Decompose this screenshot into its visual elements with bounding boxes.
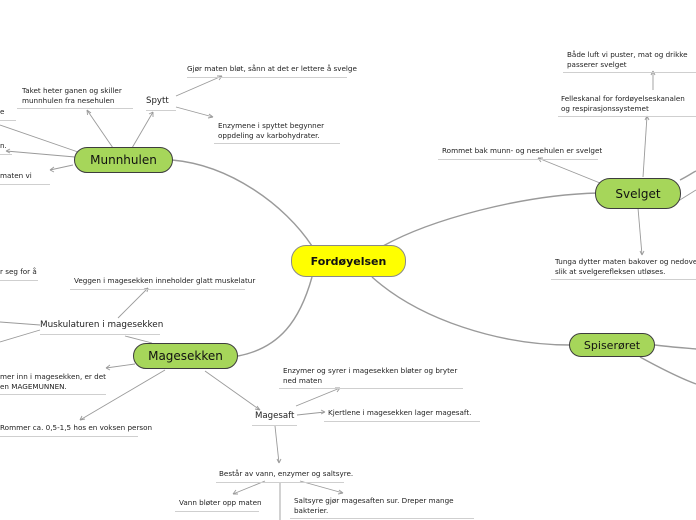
connector-central-magesekken bbox=[237, 276, 313, 357]
subtopic-spytt-bloet[interactable]: Gjør maten bløt, sånn at det er lettere … bbox=[187, 64, 357, 78]
topic-spiseroret[interactable]: Spiserøret bbox=[569, 333, 655, 357]
subtopic-rommet-bak[interactable]: Rommet bak munn- og nesehulen er svelget bbox=[438, 146, 602, 160]
subtopic-partial-seg[interactable]: r seg for å bbox=[0, 267, 38, 281]
subtopic-magesaft[interactable]: Magesaft bbox=[252, 411, 297, 426]
subtopic-saltsyre[interactable]: Saltsyre gjør magesaften sur. Dreper man… bbox=[290, 496, 474, 519]
subtopic-magemunnen[interactable]: mer inn i magesekken, er det en MAGEMUNN… bbox=[0, 372, 106, 395]
connector-central-spiseroret bbox=[371, 276, 571, 346]
connector-spiseroret-out-1 bbox=[654, 344, 696, 350]
subtopic-tunga[interactable]: Tunga dytter maten bakover og nedover, s… bbox=[551, 257, 696, 280]
subtopic-felleskanal[interactable]: Felleskanal for fordøyelseskanalen og re… bbox=[558, 94, 696, 117]
subtopic-rommer[interactable]: Rommer ca. 0,5-1,5 hos en voksen person bbox=[0, 423, 152, 437]
connector-svelget-out bbox=[679, 170, 696, 181]
subtopic-spytt[interactable]: Spytt bbox=[146, 96, 176, 111]
subtopic-enzymer-syrer[interactable]: Enzymer og syrer i magesekken bløter og … bbox=[279, 366, 463, 389]
subtopic-vann[interactable]: Vann bløter opp maten bbox=[175, 498, 262, 512]
subtopic-partial-left-1[interactable]: e bbox=[0, 107, 16, 121]
subtopic-partial-left-2[interactable]: n. bbox=[0, 141, 12, 155]
subtopic-spytt-enzymer[interactable]: Enzymene i spyttet begynner oppdeling av… bbox=[214, 121, 340, 144]
topic-svelget[interactable]: Svelget bbox=[595, 178, 681, 209]
subtopic-partial-left-3[interactable]: maten vi bbox=[0, 171, 50, 185]
topic-munnhulen[interactable]: Munnhulen bbox=[74, 147, 173, 173]
subtopic-taket-ganen[interactable]: Taket heter ganen og skiller munnhulen f… bbox=[17, 86, 133, 109]
subtopic-muskulaturen[interactable]: Muskulaturen i magesekken bbox=[40, 320, 163, 335]
connector-central-svelget bbox=[382, 192, 599, 247]
subtopic-veggen[interactable]: Veggen i magesekken inneholder glatt mus… bbox=[70, 276, 255, 290]
subtopic-kjertlene[interactable]: Kjertlene i magesekken lager magesaft. bbox=[324, 408, 480, 422]
central-topic[interactable]: Fordøyelsen bbox=[291, 245, 406, 277]
connector-central-munnhulen bbox=[171, 159, 313, 247]
subtopic-luft-mat-drikke[interactable]: Både luft vi puster, mat og drikke passe… bbox=[563, 50, 696, 73]
topic-magesekken[interactable]: Magesekken bbox=[133, 343, 238, 369]
connector-spiseroret-out-2 bbox=[639, 356, 696, 385]
subtopic-bestar-av[interactable]: Består av vann, enzymer og saltsyre. bbox=[216, 469, 353, 483]
